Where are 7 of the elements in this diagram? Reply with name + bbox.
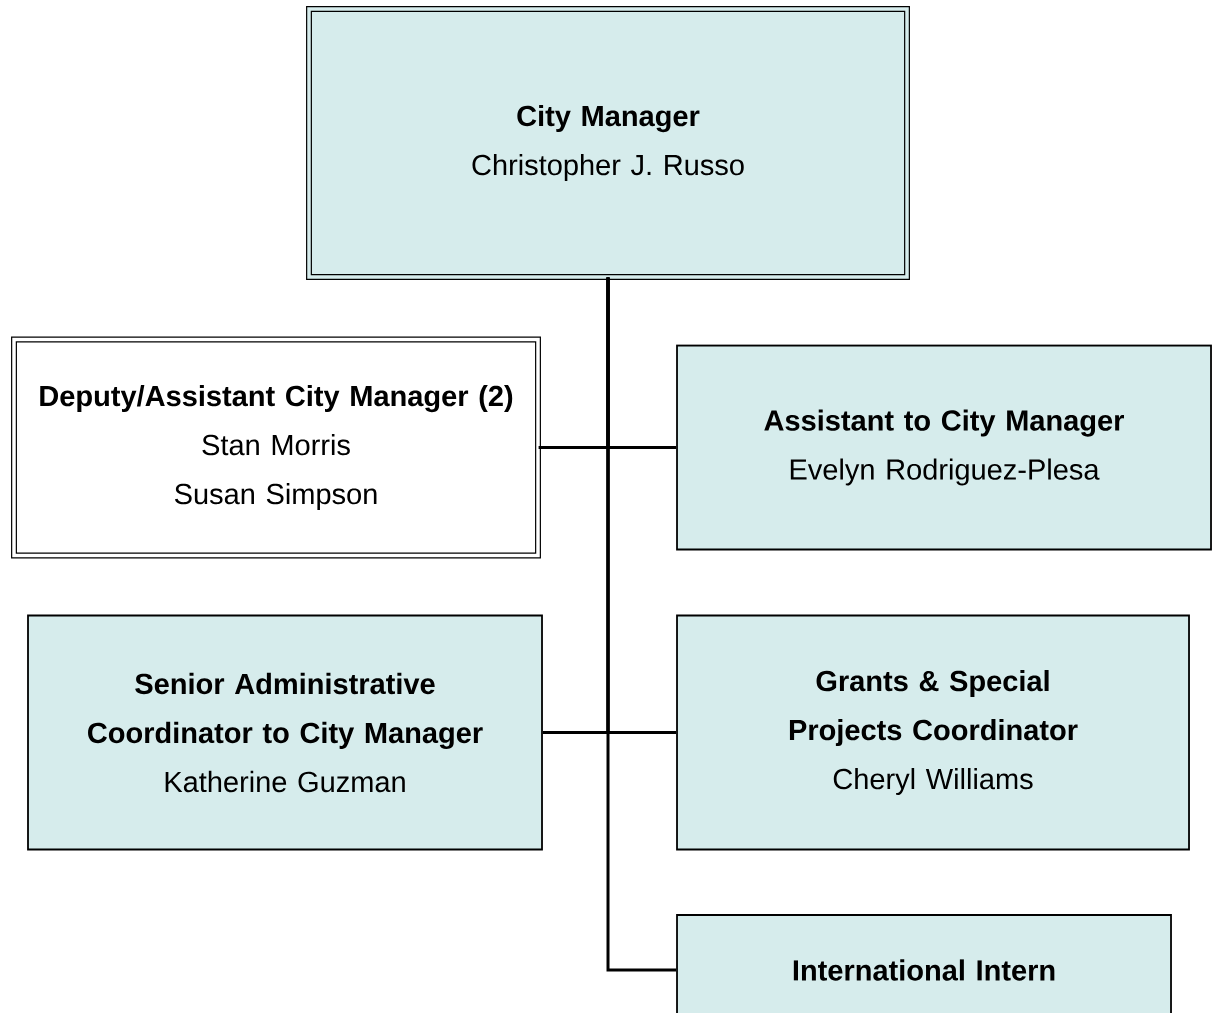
org-box: Grants & Special Projects Coordinator Cheryl Williams [676,614,1190,851]
org-box: International Intern [676,914,1172,1013]
org-box: City Manager Christopher J. Russo [306,6,910,280]
connector-line [606,277,677,972]
org-box: Senior Administrative Coordinator to City Manager Katherine Guzman [27,614,543,851]
org-box: Assistant to City Manager Evelyn Rodriguez-Plesa [676,344,1212,551]
org-box: Deputy/Assistant City Manager (2) Stan Morris Susan Simpson [11,336,541,559]
